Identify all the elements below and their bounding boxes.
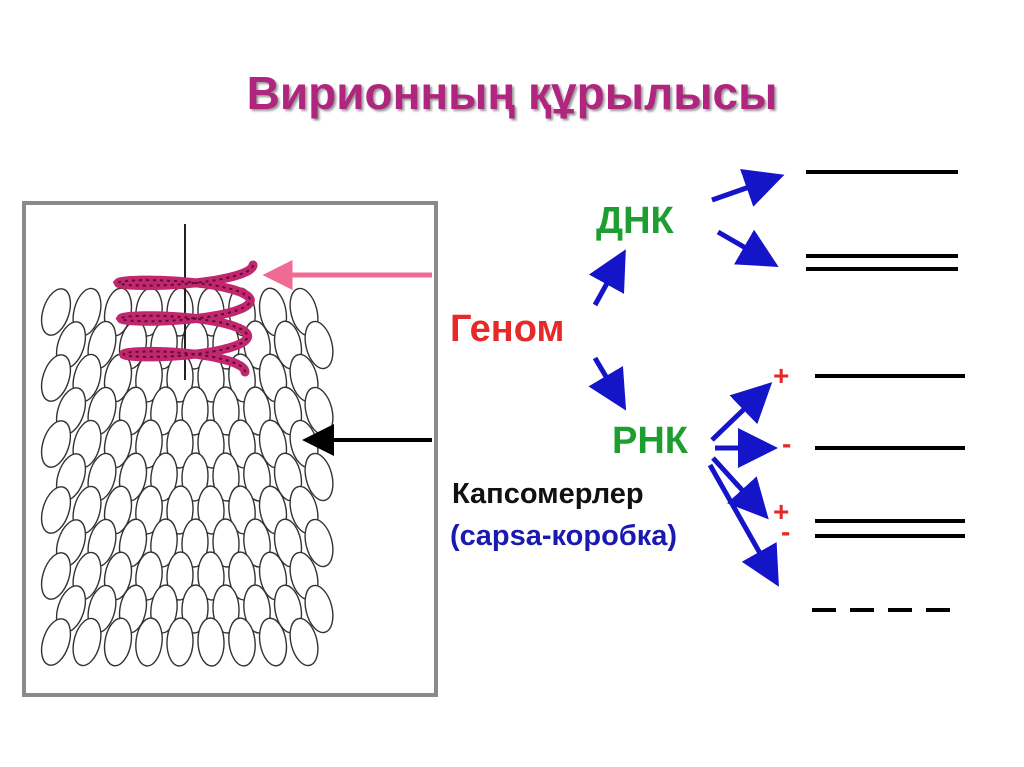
capsomer	[181, 584, 209, 634]
capsomer	[304, 518, 334, 568]
arrow-genome-to-dna	[588, 249, 626, 307]
capsomer	[166, 617, 194, 667]
helix-texture	[117, 264, 254, 373]
capsomer	[40, 618, 72, 666]
arrow-rna-plus	[710, 382, 773, 442]
capsomer	[40, 420, 72, 468]
genome-label: Геном	[450, 308, 565, 350]
virion-illustration	[40, 224, 334, 667]
capsomer	[304, 584, 334, 634]
capsomer	[103, 617, 133, 667]
rna-label: РНК	[612, 420, 688, 462]
capsomer	[166, 485, 194, 535]
strand-lines	[806, 170, 965, 612]
arrow-rna-segmented	[707, 463, 779, 587]
capsomer	[197, 617, 225, 667]
classification-arrows	[588, 169, 785, 587]
dna-label: ДНК	[596, 200, 674, 242]
capsomer	[212, 452, 240, 502]
capsomer	[40, 486, 72, 534]
capsomer	[197, 551, 225, 601]
capsomer	[181, 518, 209, 568]
capsomers-label: Капсомерлер	[452, 478, 644, 510]
capsomer	[72, 617, 102, 667]
capsomer	[40, 288, 72, 336]
capsomer	[135, 617, 163, 667]
capsomer	[212, 518, 240, 568]
page-title: Вирионның құрылысы	[246, 67, 778, 119]
capsomer	[181, 452, 209, 502]
capsomer	[289, 617, 319, 667]
arrow-rna-double	[711, 456, 769, 520]
minus-sign-rna: -	[782, 428, 792, 459]
minus-sign-double-rna: -	[781, 516, 791, 547]
capsomer	[258, 617, 288, 667]
capsomer	[166, 419, 194, 469]
capsomer	[197, 485, 225, 535]
capsomer	[166, 551, 194, 601]
capsomer	[212, 584, 240, 634]
capsomer	[40, 354, 72, 402]
plus-sign-double-rna: +	[773, 496, 790, 527]
arrow-dna-double	[716, 229, 779, 267]
capsa-label: (capsa-коробка)	[450, 520, 678, 552]
capsomer	[181, 386, 209, 436]
capsomer	[197, 419, 225, 469]
capsomer	[40, 552, 72, 600]
arrow-dna-single	[711, 169, 785, 207]
arrow-genome-to-rna	[588, 356, 627, 411]
capsomer	[304, 320, 334, 370]
capsomer	[228, 617, 256, 667]
capsomer-grid	[40, 287, 334, 667]
capsomer	[212, 386, 240, 436]
plus-sign-rna: +	[773, 360, 790, 391]
rna-helix	[112, 260, 258, 377]
